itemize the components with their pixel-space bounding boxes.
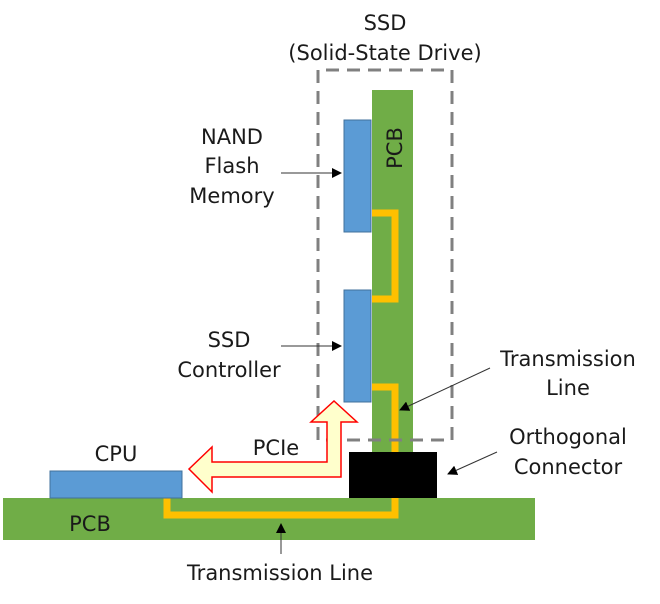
pcie-arrow: [187, 399, 359, 494]
connector-label-line2: Connector: [514, 455, 623, 479]
tline-right-label-line2: Line: [546, 376, 590, 400]
controller-label-line1: SSD: [208, 328, 251, 352]
main-transmission-line-trace: [163, 490, 399, 519]
tline-right-pointer-arrow: [399, 367, 491, 411]
controller-label-line2: Controller: [177, 358, 281, 382]
main-pcb-label: PCB: [69, 512, 111, 536]
ssd-transmission-line-trace: [372, 383, 399, 455]
nand-label-line1: NAND: [201, 125, 263, 149]
nand-flash-chip: [343, 119, 372, 233]
tline-bottom-label: Transmission Line: [186, 561, 373, 585]
orthogonal-connector: [349, 452, 437, 498]
ssd-pcb-label: PCB: [383, 127, 407, 169]
tline-right-label-line1: Transmission: [499, 347, 636, 371]
connector-pointer-arrow: [447, 451, 498, 475]
connector-label-line1: Orthogonal: [509, 425, 627, 449]
ssd-boundary-box: [316, 68, 454, 442]
nand-controller-trace: [372, 209, 399, 303]
ssd-controller-chip: [343, 289, 372, 403]
nand-label-line3: Memory: [189, 184, 274, 208]
ssd-subtitle: (Solid-State Drive): [288, 41, 481, 65]
ssd-title: SSD: [364, 11, 407, 35]
cpu-label: CPU: [95, 442, 138, 466]
cpu-chip: [49, 470, 183, 499]
main-pcb-board: [3, 498, 535, 540]
nand-label-line2: Flash: [204, 154, 259, 178]
pcie-label: PCIe: [253, 436, 299, 460]
